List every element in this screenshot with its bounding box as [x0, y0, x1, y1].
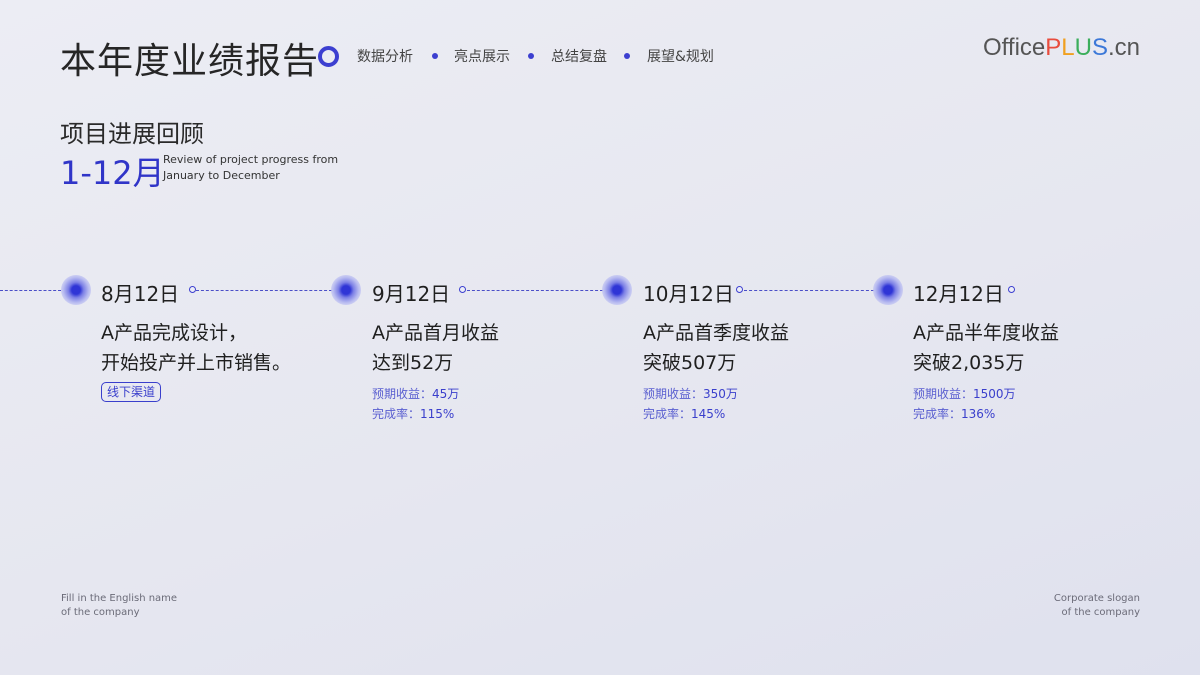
- nav-item-highlights[interactable]: 亮点展示: [432, 46, 510, 66]
- officeplus-logo: OfficePLUS.cn: [983, 34, 1140, 62]
- logo-text: Office: [983, 34, 1046, 61]
- rate-label: 完成率：: [643, 407, 692, 421]
- completion-rate: 完成率：145%: [643, 404, 738, 424]
- channel-tag: 线下渠道: [101, 382, 162, 402]
- milestone-date: 12月12日: [913, 282, 1004, 306]
- nav-label: 亮点展示: [454, 49, 510, 65]
- nav-item-data-analysis[interactable]: 数据分析: [318, 45, 413, 67]
- timeline-connector: [196, 290, 332, 291]
- expected-revenue: 预期收益：45万: [372, 384, 459, 404]
- rate-label: 完成率：: [372, 407, 421, 421]
- section-title: 项目进展回顾: [60, 120, 204, 148]
- timeline-connector: [744, 290, 874, 291]
- milestone-end-icon: [1008, 286, 1015, 293]
- logo-letter-l: L: [1061, 34, 1075, 61]
- expected-value: 45万: [432, 387, 460, 401]
- milestone-stats: 预期收益：350万 完成率：145%: [643, 384, 738, 424]
- milestone-date: 10月12日: [643, 282, 734, 306]
- logo-suffix: .cn: [1107, 34, 1140, 61]
- section-description-line: Review of project progress from: [163, 153, 339, 166]
- footer-line: Fill in the English name: [61, 593, 178, 604]
- rate-value: 145%: [691, 407, 726, 421]
- milestone-description: A产品首季度收益 突破507万: [643, 318, 789, 378]
- milestone-end-icon: [736, 286, 743, 293]
- footer-line: Corporate slogan: [1053, 593, 1140, 604]
- milestone-date: 8月12日: [101, 282, 180, 306]
- footer-line: of the company: [1061, 607, 1141, 618]
- milestone-end-icon: [459, 286, 466, 293]
- section-description: Review of project progress from January …: [163, 152, 353, 184]
- timeline-connector: [467, 290, 603, 291]
- logo-letter-u: U: [1074, 34, 1092, 61]
- milestone-line: A产品首季度收益: [643, 322, 789, 344]
- milestone-line: A产品完成设计，: [101, 322, 247, 344]
- milestone-end-icon: [189, 286, 196, 293]
- milestone-line: 达到52万: [372, 352, 454, 374]
- milestone-line: 突破507万: [643, 352, 737, 374]
- milestone-marker-icon: [61, 275, 91, 305]
- logo-letter-p: P: [1045, 34, 1062, 61]
- milestone-date: 9月12日: [372, 282, 451, 306]
- completion-rate: 完成率：115%: [372, 404, 459, 424]
- expected-revenue: 预期收益：350万: [643, 384, 738, 404]
- nav-label: 数据分析: [357, 49, 413, 65]
- footer-line: of the company: [61, 607, 140, 618]
- milestone-line: A产品半年度收益: [913, 322, 1059, 344]
- milestone-description: A产品半年度收益 突破2,035万: [913, 318, 1059, 378]
- timeline-connector: [0, 290, 61, 291]
- milestone-marker-icon: [331, 275, 361, 305]
- rate-value: 136%: [961, 407, 996, 421]
- page-title: 本年度业绩报告: [60, 41, 320, 82]
- milestone-description: A产品首月收益 达到52万: [372, 318, 499, 378]
- nav-item-review[interactable]: 总结复盘: [528, 46, 607, 66]
- active-indicator-icon: [318, 45, 339, 67]
- expected-label: 预期收益：: [913, 387, 974, 401]
- milestone-line: 开始投产并上市销售。: [101, 352, 292, 374]
- rate-value: 115%: [420, 407, 455, 421]
- milestone-stats: 预期收益：1500万 完成率：136%: [913, 384, 1016, 424]
- rate-label: 完成率：: [913, 407, 962, 421]
- nav-label: 展望&规划: [647, 49, 714, 65]
- milestone-stats: 预期收益：45万 完成率：115%: [372, 384, 459, 424]
- milestone-line: 突破2,035万: [913, 352, 1025, 374]
- milestone-description: A产品完成设计， 开始投产并上市销售。: [101, 318, 291, 378]
- nav-item-outlook[interactable]: 展望&规划: [624, 46, 714, 66]
- expected-label: 预期收益：: [643, 387, 704, 401]
- milestone-marker-icon: [873, 275, 903, 305]
- footer-company-name: Fill in the English name of the company: [61, 592, 177, 620]
- section-range: 1-12月: [60, 154, 165, 192]
- completion-rate: 完成率：136%: [913, 404, 1016, 424]
- logo-letter-s: S: [1091, 34, 1108, 61]
- expected-value: 1500万: [973, 387, 1016, 401]
- bullet-icon: [432, 53, 438, 59]
- bullet-icon: [624, 53, 630, 59]
- bullet-icon: [528, 53, 534, 59]
- expected-revenue: 预期收益：1500万: [913, 384, 1016, 404]
- expected-label: 预期收益：: [372, 387, 433, 401]
- section-nav: 数据分析 亮点展示 总结复盘 展望&规划: [318, 44, 714, 68]
- nav-label: 总结复盘: [551, 49, 607, 65]
- milestone-marker-icon: [602, 275, 632, 305]
- footer-slogan: Corporate slogan of the company: [1054, 592, 1140, 620]
- milestone-line: A产品首月收益: [372, 322, 499, 344]
- expected-value: 350万: [703, 387, 738, 401]
- section-description-line: January to December: [163, 169, 280, 182]
